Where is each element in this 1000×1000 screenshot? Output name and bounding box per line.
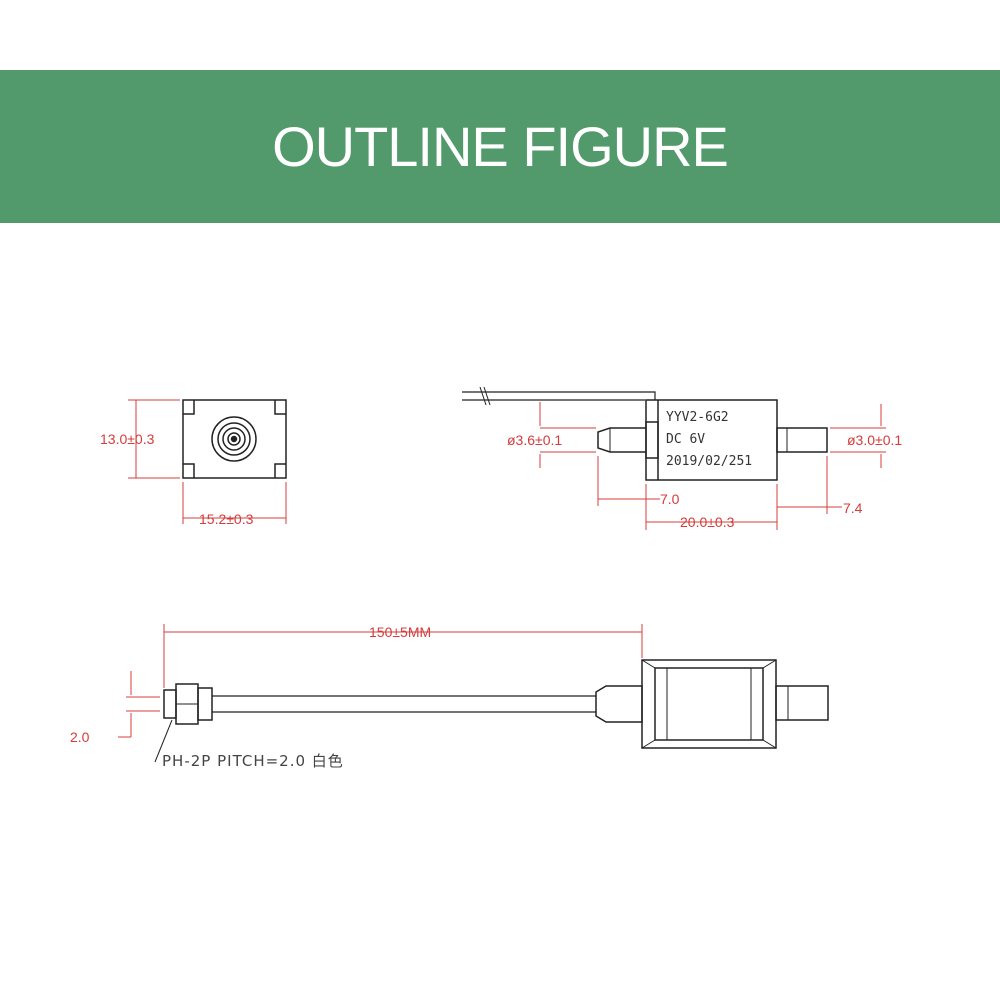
body-length-dim: 20.0±0.3 [680,514,735,530]
front-port-ring [227,432,241,446]
outlet-length-dim: 7.4 [843,500,863,516]
header-banner: OUTLINE FIGURE [0,70,1000,223]
body-label-line-3: 2019/02/251 [666,454,752,469]
wire-break-mark [479,386,491,406]
front-view [182,399,287,479]
side-lead-wire [462,391,656,400]
front-body-outline [182,399,287,479]
inlet-diameter-dim: ø3.6±0.1 [507,432,562,448]
front-notch [183,463,195,478]
connector-plug [163,689,177,719]
valve-edge [762,739,777,749]
front-notch [274,400,286,415]
inlet-length-dim: 7.0 [660,491,680,507]
inlet-nozzle [597,427,646,453]
pitch-dim: 2.0 [70,729,90,745]
front-port-ring [217,422,251,456]
side-end-cap [645,421,659,459]
valve-coil [654,667,764,741]
front-width-dim: 15.2±0.3 [199,511,254,527]
front-port-center [230,435,238,443]
connector-leader [154,719,173,763]
front-height-dim: 13.0±0.3 [100,431,155,447]
side-view [462,386,828,481]
outlet-nozzle [776,427,828,453]
outlet-diameter-dim: ø3.0±0.1 [847,432,902,448]
front-port-outer [211,416,257,462]
body-label-line-2: DC 6V [666,432,705,447]
body-label-line-1: YYV2-6G2 [666,410,729,425]
valve-edge [762,659,777,669]
front-port-ring [222,427,246,451]
valve-outlet [775,685,829,721]
front-dimensions [128,399,287,524]
valve-edge [641,739,656,749]
wire-dimensions [118,624,643,738]
side-dimensions [539,402,886,530]
wire-sleeve [595,685,643,723]
connector-latch [197,687,213,721]
valve-body [641,659,777,749]
front-notch [183,400,195,415]
page-title: OUTLINE FIGURE [272,115,729,178]
connector-note: PH-2P PITCH=2.0 白色 [162,752,344,770]
valve-edge [641,659,656,669]
front-notch [274,463,286,478]
wire-length-dim: 150±5MM [369,624,431,640]
wire-view [163,659,829,749]
